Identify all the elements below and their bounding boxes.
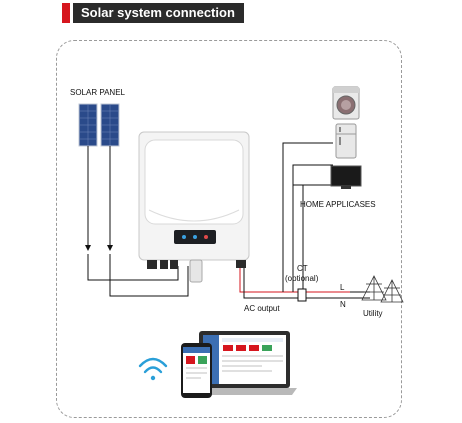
- phone-icon: [181, 343, 212, 398]
- line-l-label: L: [340, 283, 345, 292]
- home-appliances-label: HOME APPLICASES: [300, 200, 376, 209]
- ct-optional-label: (optional): [285, 274, 319, 283]
- wifi-icon: [138, 357, 168, 381]
- solar-panel-icon: [78, 103, 120, 147]
- dc-wires: [85, 146, 189, 297]
- ct-label: CT: [297, 264, 308, 273]
- title-accent: [62, 3, 70, 23]
- ct-clamp: [297, 288, 307, 302]
- washing-machine-icon: [332, 86, 360, 120]
- ac-output-label: AC output: [244, 304, 280, 313]
- line-n-label: N: [340, 300, 346, 309]
- solar-panel-label: SOLAR PANEL: [70, 88, 125, 97]
- power-tower-icon: [361, 275, 404, 303]
- laptop-icon: [192, 331, 297, 395]
- diagram-frame: [56, 40, 402, 418]
- inverter-icon: [138, 131, 250, 283]
- ac-wires: [239, 142, 370, 299]
- section-title-text: Solar system connection: [73, 3, 244, 23]
- utility-label: Utility: [363, 309, 383, 318]
- section-title: Solar system connection: [62, 3, 244, 23]
- tv-icon: [330, 165, 362, 189]
- refrigerator-icon: [335, 123, 357, 159]
